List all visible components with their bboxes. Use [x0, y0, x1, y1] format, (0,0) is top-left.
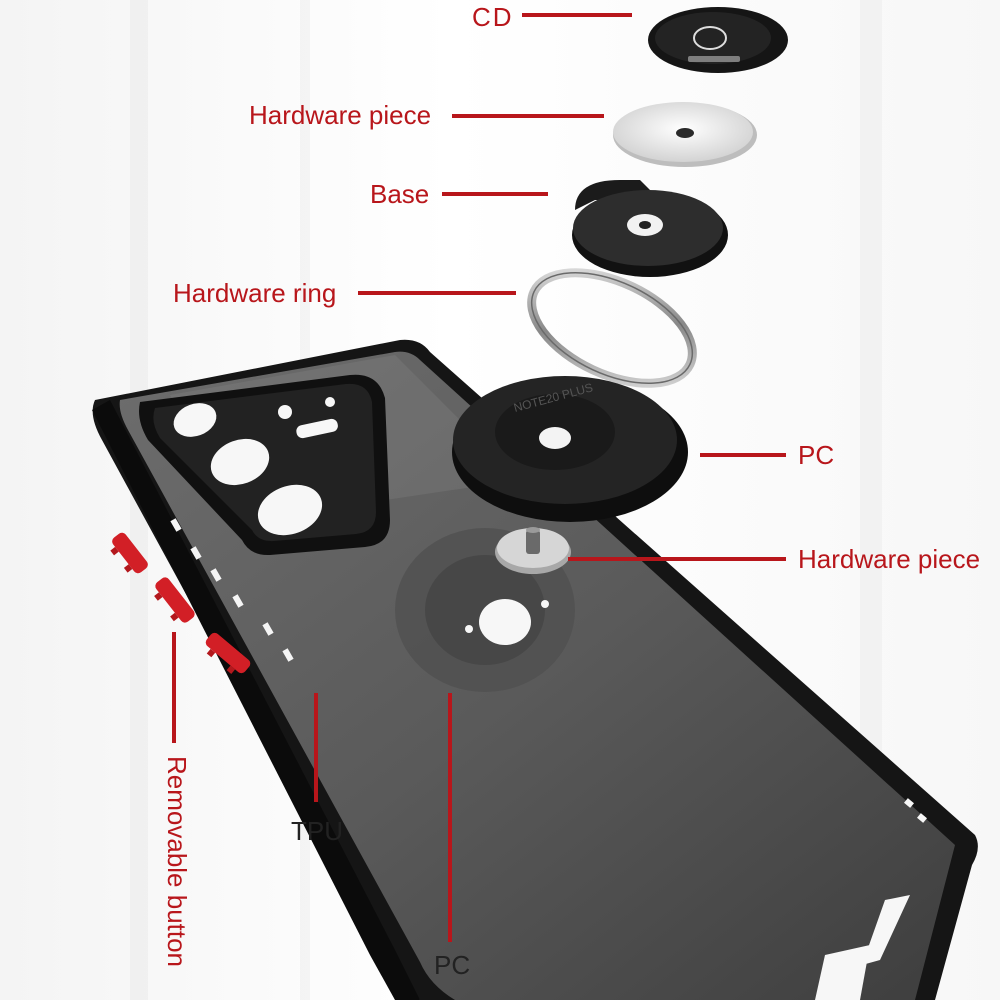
hardware-piece-disc	[613, 102, 757, 167]
camera-hole-1	[173, 403, 217, 437]
camera-hole-2	[210, 438, 270, 486]
callout-pc-bottom: PC	[434, 950, 471, 980]
removable-buttons	[110, 532, 251, 675]
callout-removable-button: Removable button	[162, 756, 192, 968]
callout-lines	[172, 13, 786, 942]
camera-module	[139, 374, 390, 556]
flash-slot	[296, 418, 338, 439]
callout-cd: CD	[472, 2, 514, 32]
cd-plate	[648, 7, 788, 73]
base-mount	[572, 180, 728, 277]
pc-rotating-disc: NOTE20 PLUS	[452, 376, 688, 522]
phone-case	[92, 339, 978, 1000]
hardware-ring	[527, 268, 697, 388]
red-button-2	[154, 577, 195, 623]
hardware-piece-pin	[495, 527, 571, 574]
callout-tpu: TPU	[291, 816, 343, 846]
center-hole	[479, 599, 531, 645]
camera-hole-3	[257, 484, 323, 536]
red-button-1	[110, 532, 148, 574]
callout-hardware-ring: Hardware ring	[173, 278, 337, 308]
callout-hardware-piece-top: Hardware piece	[249, 100, 432, 130]
ring-holder-components: NOTE20 PLUS	[452, 7, 788, 574]
callout-base: Base	[370, 179, 430, 209]
bottom-cutouts	[815, 798, 927, 1000]
case-side-edge	[92, 400, 420, 1000]
callout-hardware-piece-right: Hardware piece	[798, 544, 981, 574]
red-button-3	[205, 632, 251, 675]
callout-pc-right: PC	[798, 440, 835, 470]
side-button-cutouts	[170, 518, 294, 662]
sensor-hole	[278, 405, 292, 419]
